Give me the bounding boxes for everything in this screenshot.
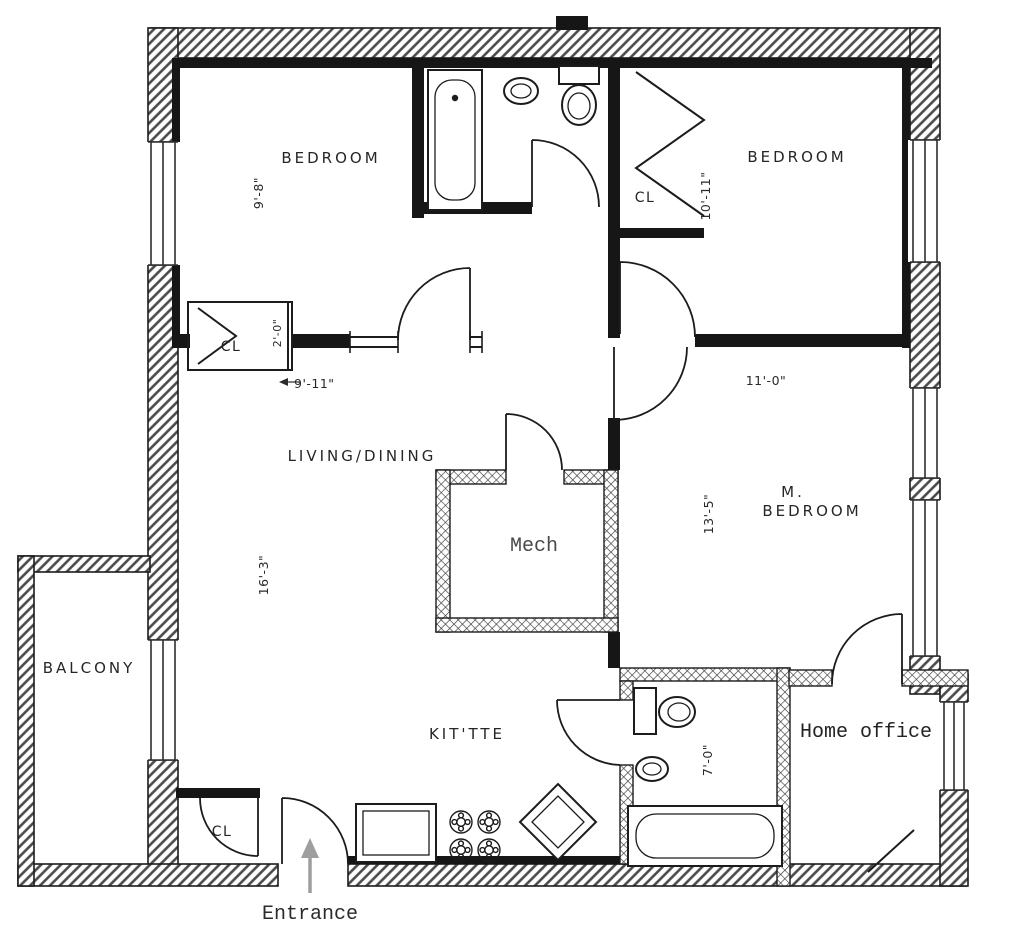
entrance-door xyxy=(281,797,349,865)
wall-right xyxy=(909,261,941,389)
mech-room-label: Mech xyxy=(510,535,558,558)
living-wall xyxy=(292,334,350,348)
bifold-door xyxy=(197,307,238,365)
bathroom-lower-dimension: 7'-0" xyxy=(700,744,715,776)
home-office-label: Home office xyxy=(800,721,932,744)
hall-closet-depth-dimension: 2'-0" xyxy=(271,319,284,348)
kitchen-island xyxy=(518,782,598,862)
window xyxy=(908,139,942,263)
living-dining-label: LIVING/DINING xyxy=(288,447,437,465)
windows xyxy=(146,139,970,791)
living-thin-wall xyxy=(350,336,482,348)
bathroom-door xyxy=(531,139,600,208)
balcony-wall-left xyxy=(17,555,35,887)
home-office-wall-right xyxy=(939,789,969,887)
dimension-leader xyxy=(279,378,300,386)
wall-top xyxy=(149,27,939,59)
master-bedroom-depth-dimension: 13'-5" xyxy=(701,494,716,535)
home-office-wall-top xyxy=(788,669,833,687)
bedroom2-wall xyxy=(608,58,620,338)
bedroom2-door xyxy=(619,261,696,338)
mech-door xyxy=(505,413,563,471)
bedroom-left-dimension: 9'-8" xyxy=(251,177,266,209)
sink xyxy=(635,756,669,782)
living-dining-dimension: 16'-3" xyxy=(256,555,271,596)
master-bedroom-label-line2: BEDROOM xyxy=(762,502,861,520)
master-bedroom-wall xyxy=(608,418,620,470)
kitchenette-label: KIT'TTE xyxy=(429,725,505,743)
bedroom-right-closet-label: CL xyxy=(635,190,656,206)
balcony-door-window xyxy=(146,639,180,761)
bathtub xyxy=(627,805,783,867)
wall-left xyxy=(147,759,179,867)
hall-closet-label: CL xyxy=(221,339,242,355)
entry-closet-wall xyxy=(176,788,260,798)
mech-room-walls xyxy=(435,469,619,633)
hall-closet xyxy=(187,301,293,371)
vent-chase xyxy=(556,16,588,30)
wall-bottom xyxy=(17,863,279,887)
sink xyxy=(503,77,539,105)
bedroom1-door xyxy=(397,267,471,341)
master-bedroom-width-dimension: 11'-0" xyxy=(746,373,787,388)
window xyxy=(938,701,970,791)
doors xyxy=(199,139,903,865)
window xyxy=(908,499,942,657)
stove-burners xyxy=(449,810,501,862)
wall-right xyxy=(909,27,941,141)
kitchen-cabinet xyxy=(355,803,437,863)
living-wall xyxy=(176,334,190,348)
bifold-door xyxy=(634,71,706,217)
bedroom-right-dimension: 10'-11" xyxy=(698,171,713,220)
kitchen-wall xyxy=(608,632,620,668)
bathroom-wall xyxy=(412,58,424,218)
entry-closet-label: CL xyxy=(212,824,233,840)
toilet xyxy=(558,65,600,126)
window xyxy=(908,387,942,479)
balcony-wall-top xyxy=(17,555,151,573)
toilet xyxy=(633,687,696,735)
home-office-wall-top xyxy=(901,669,969,687)
master-bedroom-door xyxy=(613,346,688,421)
entrance-label: Entrance xyxy=(262,903,358,926)
entry-closet-door xyxy=(199,797,259,857)
home-office-door xyxy=(831,613,903,685)
wall-right xyxy=(909,477,941,501)
balcony-label: BALCONY xyxy=(43,659,136,677)
wall-ticks xyxy=(349,331,483,353)
bedroom-left-label: BEDROOM xyxy=(281,149,380,167)
labels: BEDROOM 9'-8" BEDROOM 10'-11" CL CL 2'-0… xyxy=(43,148,932,926)
bedroom-right-label: BEDROOM xyxy=(747,148,846,166)
hall-closet-width-dimension: 9'-11" xyxy=(294,376,335,391)
bathtub xyxy=(427,69,483,211)
fixtures xyxy=(355,65,783,867)
closet2-wall xyxy=(620,228,704,238)
entrance-arrow xyxy=(301,838,319,893)
office-corner-door xyxy=(867,829,915,873)
window xyxy=(146,141,180,266)
master-bedroom-label-line1: M. xyxy=(781,483,805,501)
master-bedroom-wall xyxy=(695,334,910,347)
bathroom-lower-door xyxy=(556,699,621,766)
